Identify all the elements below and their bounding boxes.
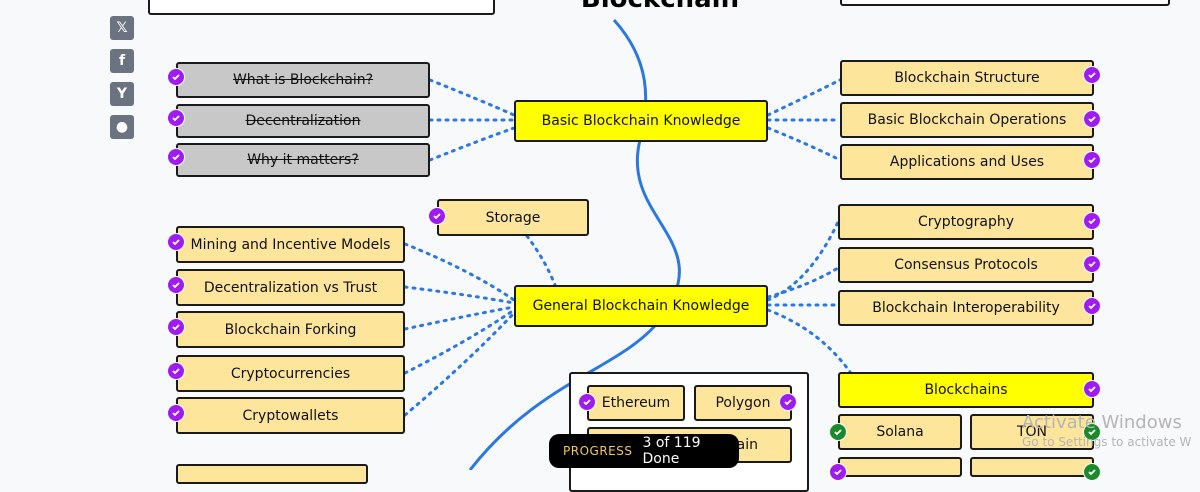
subtopic-label: Consensus Protocols <box>894 257 1038 273</box>
main-spine <box>468 18 681 470</box>
subtopic-label: Polygon <box>715 395 771 411</box>
check-icon <box>779 393 797 411</box>
check-icon <box>1083 297 1101 315</box>
y-glyph: Y <box>116 86 128 102</box>
check-icon <box>1083 110 1101 128</box>
header-box-right <box>840 0 1170 6</box>
topic-blockchains[interactable]: Blockchains <box>838 372 1094 408</box>
subtopic-label: Solana <box>876 424 924 440</box>
check-icon-green <box>829 423 847 441</box>
progress-label: PROGRESS <box>563 444 633 458</box>
subtopic-label: Cryptocurrencies <box>230 365 351 382</box>
watermark-title: Activate Windows <box>1022 412 1182 433</box>
progress-count: 3 of 119 Done <box>642 435 701 467</box>
check-icon <box>167 68 185 86</box>
check-icon <box>1083 212 1101 230</box>
subtopic-label: Decentralization <box>245 113 361 129</box>
subtopic-partial-a[interactable] <box>838 457 962 477</box>
y-icon[interactable]: Y <box>110 82 134 106</box>
reddit-icon[interactable]: ● <box>110 115 134 139</box>
roadmap-canvas: Blockchain 𝕏 f Y ● Basic Blockchain Know… <box>110 0 1191 492</box>
header-box-left <box>148 0 495 15</box>
subtopic-label: Storage <box>485 209 541 226</box>
subtopic-partial-bottom[interactable] <box>176 464 368 484</box>
subtopic-storage[interactable]: Storage <box>437 199 589 236</box>
roadmap-title: Blockchain <box>560 0 760 14</box>
subtopic-mining-incentives[interactable]: Mining and Incentive Models <box>176 226 405 263</box>
subtopic-label: Mining and Incentive Models <box>190 236 391 253</box>
progress-pill[interactable]: PROGRESS 3 of 119 Done <box>549 434 739 468</box>
dotted-links <box>403 78 852 417</box>
check-icon <box>1083 380 1101 398</box>
check-icon <box>167 233 185 251</box>
x-glyph: 𝕏 <box>116 20 128 36</box>
subtopic-decentralization[interactable]: Decentralization <box>176 104 430 138</box>
check-icon <box>167 318 185 336</box>
subtopic-label: Applications and Uses <box>889 154 1045 170</box>
check-icon <box>829 463 847 481</box>
topic-label: General Blockchain Knowledge <box>532 298 750 314</box>
watermark-subtitle: Go to Settings to activate W <box>1022 435 1192 449</box>
subtopic-label: Basic Blockchain Operations <box>867 112 1067 128</box>
subtopic-label: Why it matters? <box>247 152 359 168</box>
check-icon <box>167 148 185 166</box>
subtopic-label: Cryptowallets <box>242 407 339 424</box>
subtopic-label: ain <box>736 437 758 453</box>
subtopic-label: Decentralization vs Trust <box>203 279 378 296</box>
check-icon <box>167 276 185 294</box>
facebook-glyph: f <box>118 53 126 69</box>
subtopic-why-it-matters[interactable]: Why it matters? <box>176 143 430 177</box>
subtopic-label: Ethereum <box>601 395 671 411</box>
subtopic-cryptocurrencies[interactable]: Cryptocurrencies <box>176 355 405 392</box>
subtopic-label: Blockchain Interoperability <box>872 300 1060 316</box>
check-icon <box>428 207 446 225</box>
check-icon <box>1083 151 1101 169</box>
check-icon-green <box>1083 463 1101 481</box>
check-icon <box>1083 255 1101 273</box>
subtopic-ethereum[interactable]: Ethereum <box>587 385 685 421</box>
subtopic-consensus-protocols[interactable]: Consensus Protocols <box>838 247 1094 283</box>
subtopic-blockchain-forking[interactable]: Blockchain Forking <box>176 311 405 348</box>
subtopic-partial-b[interactable] <box>970 457 1094 477</box>
subtopic-polygon[interactable]: Polygon <box>694 385 792 421</box>
check-icon <box>167 109 185 127</box>
subtopic-what-is-blockchain[interactable]: What is Blockchain? <box>176 62 430 98</box>
subtopic-label: What is Blockchain? <box>232 72 374 88</box>
subtopic-label: Blockchain Structure <box>894 70 1040 86</box>
subtopic-decentralization-vs-trust[interactable]: Decentralization vs Trust <box>176 269 405 306</box>
topic-label: Basic Blockchain Knowledge <box>541 113 741 129</box>
reddit-glyph: ● <box>115 119 129 135</box>
subtopic-cryptowallets[interactable]: Cryptowallets <box>176 397 405 434</box>
facebook-icon[interactable]: f <box>110 49 134 73</box>
connectors <box>403 18 852 470</box>
subtopic-blockchain-structure[interactable]: Blockchain Structure <box>840 60 1094 96</box>
check-icon <box>1083 66 1101 84</box>
topic-label: Blockchains <box>924 382 1008 398</box>
check-icon <box>167 404 185 422</box>
check-icon-green <box>1083 423 1101 441</box>
subtopic-basic-operations[interactable]: Basic Blockchain Operations <box>840 102 1094 138</box>
x-icon[interactable]: 𝕏 <box>110 16 134 40</box>
check-icon <box>578 393 596 411</box>
topic-general-knowledge[interactable]: General Blockchain Knowledge <box>514 285 768 327</box>
subtopic-interoperability[interactable]: Blockchain Interoperability <box>838 290 1094 326</box>
topic-basic-knowledge[interactable]: Basic Blockchain Knowledge <box>514 100 768 142</box>
subtopic-label: TON <box>1016 424 1048 440</box>
subtopic-solana[interactable]: Solana <box>838 414 962 450</box>
check-icon <box>167 362 185 380</box>
subtopic-applications-uses[interactable]: Applications and Uses <box>840 144 1094 180</box>
subtopic-label: Blockchain Forking <box>224 321 357 338</box>
subtopic-cryptography[interactable]: Cryptography <box>838 204 1094 240</box>
activation-watermark: Activate Windows Go to Settings to activ… <box>1022 412 1191 449</box>
subtopic-label: Cryptography <box>917 214 1015 230</box>
